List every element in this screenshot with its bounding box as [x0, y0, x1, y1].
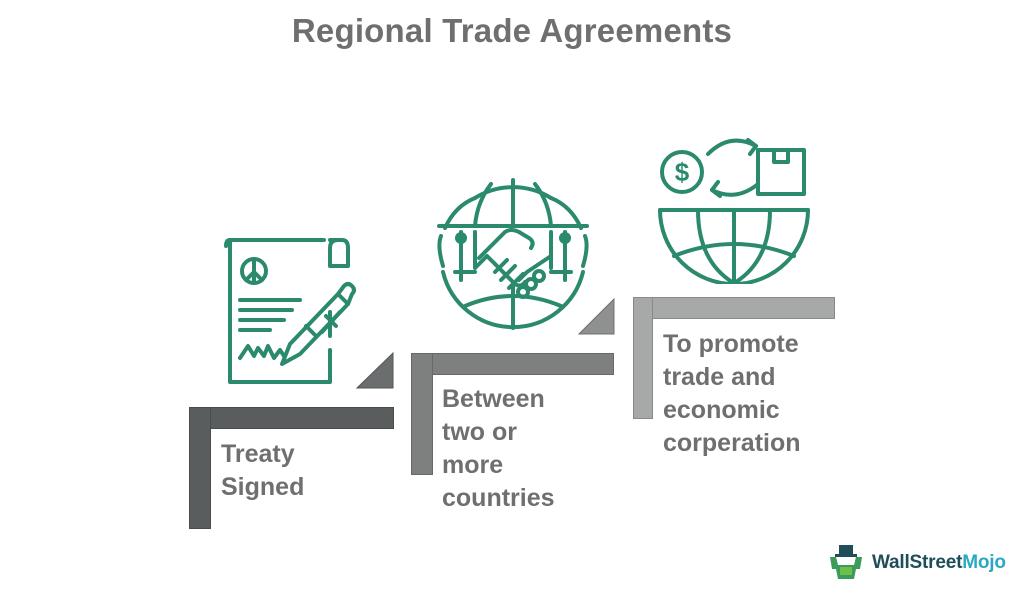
step-2-triangle [578, 298, 615, 335]
page-title: Regional Trade Agreements [291, 12, 733, 49]
signed-document-icon [224, 238, 356, 384]
step-3-post [633, 297, 653, 419]
wallstreetmojo-logo: WallStreetMojo [826, 543, 1006, 583]
step-1-bar [189, 407, 394, 429]
step-1-triangle [356, 352, 394, 389]
step-2-label: Between two or more countries [442, 385, 555, 512]
step-1-post [189, 407, 211, 529]
globe-trade-exchange-icon: $ [658, 138, 810, 284]
globe-handshake-icon [437, 178, 589, 330]
step-1-label: Treaty Signed [221, 440, 305, 501]
step-3-bar [633, 297, 835, 319]
svg-text:$: $ [675, 157, 690, 187]
step-2-bar [411, 353, 614, 375]
step-3-label: To promote trade and economic corperatio… [663, 330, 801, 457]
step-2-post [411, 353, 433, 475]
logo-text: WallStreetMojo [872, 552, 1006, 573]
mascot-icon [830, 545, 862, 579]
